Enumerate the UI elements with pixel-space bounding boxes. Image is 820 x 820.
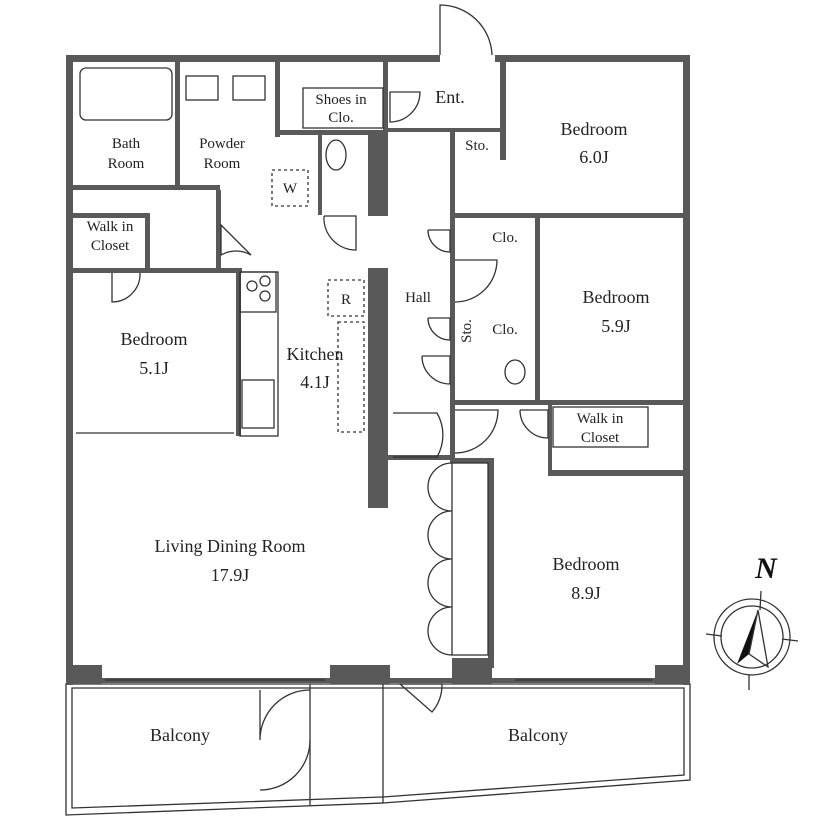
door[interactable] [389, 91, 421, 123]
hall-label: Hall [405, 290, 431, 306]
storage-label: Sto. [459, 319, 475, 343]
washer-label: W [283, 181, 298, 197]
fixtures: W R [79, 67, 649, 656]
kitchen-label: Kitchen [287, 344, 344, 364]
bathtub [79, 67, 173, 121]
compass-ring [713, 598, 791, 676]
walk-in-closet-label: Walk in [577, 411, 624, 427]
toilet [325, 139, 347, 171]
door[interactable] [421, 355, 451, 385]
bedroom-label: Bedroom [561, 119, 628, 139]
balcony-outline [65, 683, 691, 816]
bath-room-label: Bath [112, 136, 141, 152]
storage-label: Sto. [465, 138, 489, 154]
door[interactable] [454, 259, 498, 303]
north-label: N [754, 552, 778, 585]
door[interactable] [427, 229, 451, 253]
living-label: Living Dining Room [154, 536, 305, 556]
door[interactable] [454, 409, 499, 454]
door[interactable] [519, 409, 549, 439]
wardrobe-doors [427, 462, 489, 656]
walk-in-closet-label: Closet [91, 238, 130, 254]
door[interactable] [427, 317, 451, 341]
door[interactable] [393, 412, 444, 458]
sink [241, 379, 275, 429]
bedroom-size: 8.9J [571, 583, 601, 603]
door[interactable] [220, 223, 252, 257]
kitchen-size: 4.1J [300, 372, 330, 392]
entrance-door[interactable] [439, 4, 493, 56]
door[interactable] [323, 215, 357, 251]
fridge-space [327, 279, 365, 317]
fridge-label: R [341, 292, 351, 308]
shoes-closet-label: Shoes in [315, 92, 367, 108]
compass: N [705, 552, 799, 690]
walk-in-closet-label: Closet [581, 430, 620, 446]
closet-label: Clo. [492, 230, 517, 246]
bath-room-label: Room [108, 156, 145, 172]
washer-space [271, 169, 309, 207]
powder-room-label: Room [204, 156, 241, 172]
bedroom-label: Bedroom [583, 287, 650, 307]
living-size: 17.9J [211, 565, 250, 585]
walls [66, 55, 690, 685]
balcony-label: Balcony [508, 725, 568, 745]
door[interactable] [111, 272, 141, 303]
doors [76, 4, 652, 791]
bedroom-size: 5.1J [139, 358, 169, 378]
powder-room-label: Powder [199, 136, 245, 152]
bedroom-size: 5.9J [601, 316, 631, 336]
balcony-label: Balcony [150, 725, 210, 745]
stove [239, 271, 277, 313]
closet-label: Clo. [492, 322, 517, 338]
compass-needle-icon [737, 610, 758, 664]
entrance-label: Ent. [435, 87, 465, 107]
bedroom-label: Bedroom [121, 329, 188, 349]
bedroom-size: 6.0J [579, 147, 609, 167]
walk-in-closet-label: Walk in [87, 219, 134, 235]
balcony-door[interactable] [259, 689, 311, 791]
room-labels: Bath Room Powder Room Shoes in Clo. Ent.… [87, 87, 650, 745]
toilet [504, 359, 526, 385]
shoes-closet-label: Clo. [328, 110, 353, 126]
balcony-door[interactable] [398, 683, 443, 713]
bedroom-label: Bedroom [553, 554, 620, 574]
